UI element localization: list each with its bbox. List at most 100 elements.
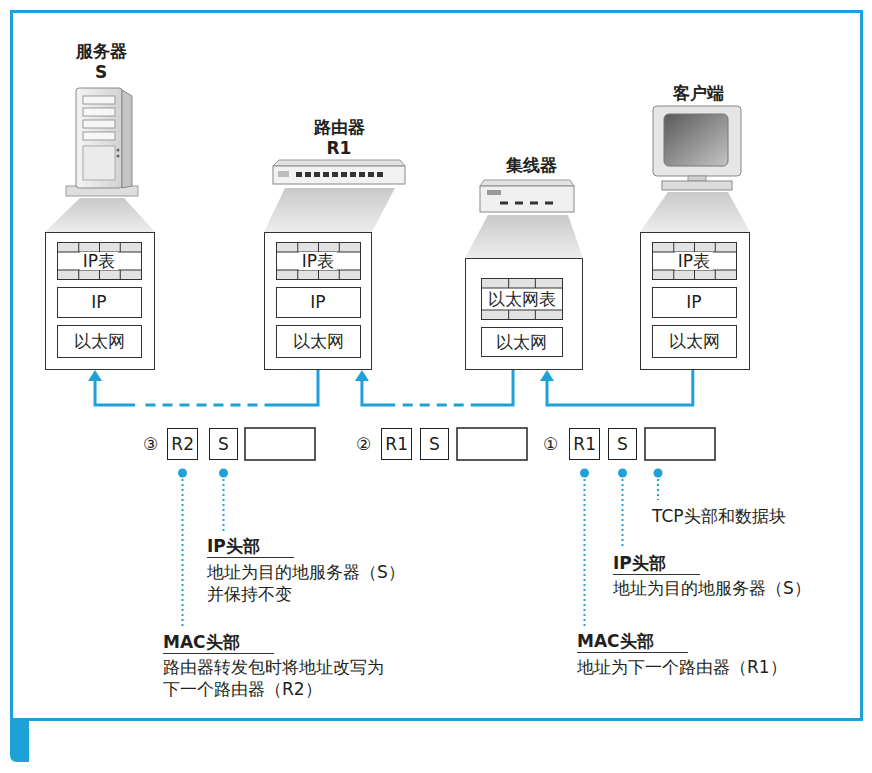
table-grid <box>508 279 509 288</box>
box-text: 以太网 <box>496 332 547 352</box>
projection-shade <box>640 192 750 232</box>
data-block-box <box>245 428 315 460</box>
router-icon <box>305 172 311 177</box>
frame-border <box>12 12 862 720</box>
table-grid <box>297 270 298 279</box>
callout-number: ③ <box>143 433 158 455</box>
leader-line <box>223 479 225 531</box>
note-heading: IP头部 <box>207 536 294 558</box>
device-stack: 集线器以太网表以太网 <box>465 258 583 370</box>
server-icon <box>83 96 115 104</box>
mac-header-box: R2 <box>167 428 198 460</box>
protocol-layer: 以太网 <box>652 325 737 358</box>
table-grid <box>338 243 339 252</box>
leader-dot <box>178 469 187 478</box>
protocol-layer: IP <box>652 287 737 318</box>
device-label: 服务器 S <box>73 41 129 83</box>
client-icon <box>662 181 732 190</box>
router-icon <box>332 172 338 177</box>
box-text: IP表 <box>80 252 118 270</box>
callout-number: ① <box>543 433 558 455</box>
protocol-layer: 以太网 <box>57 325 142 358</box>
table-grid <box>653 243 736 252</box>
connector <box>540 370 693 405</box>
box-text: 以太网 <box>669 331 720 351</box>
table-grid <box>673 270 674 279</box>
client-icon <box>653 106 741 190</box>
table-grid <box>338 270 339 279</box>
ip-header-box: S <box>209 428 238 460</box>
router-icon <box>377 172 383 177</box>
hub-icon <box>480 180 574 212</box>
note-text: 地址为下一个路由器（R1） <box>577 656 787 678</box>
client-icon <box>664 114 728 166</box>
server-icon <box>66 88 138 196</box>
connector <box>355 370 513 405</box>
table-grid <box>673 243 674 252</box>
table-grid <box>297 243 298 252</box>
table-grid <box>78 243 79 252</box>
table-grid <box>482 287 562 288</box>
leader-line <box>622 479 624 547</box>
hub-icon <box>530 202 538 205</box>
protocol-layer: IP <box>276 287 361 318</box>
router-icon <box>341 172 347 177</box>
router-icon <box>368 172 374 177</box>
table-grid <box>99 270 100 279</box>
table-grid <box>119 270 120 279</box>
box-text: IP表 <box>299 252 337 270</box>
table-grid <box>58 270 141 279</box>
leader-line <box>657 479 659 500</box>
router-icon <box>273 166 405 184</box>
leader-line <box>182 479 184 627</box>
box-text: 以太网表 <box>485 290 559 308</box>
callout-number: ② <box>356 433 371 455</box>
server-icon <box>76 88 122 188</box>
hub-icon <box>545 202 553 205</box>
table-grid <box>508 310 509 319</box>
box-text: S <box>429 434 440 454</box>
table-grid <box>714 270 715 279</box>
projection-shade <box>264 188 395 232</box>
note-text: 地址为目的地服务器（S） 并保持不变 <box>207 561 447 605</box>
leader-dot <box>618 469 627 478</box>
server-icon <box>117 155 120 158</box>
data-block-box <box>245 428 715 460</box>
box-text: IP <box>686 292 701 312</box>
box-text: R1 <box>385 434 408 454</box>
device-label: 路由器 R1 <box>311 117 367 159</box>
box-text: IP <box>91 292 106 312</box>
table-grid <box>714 243 715 252</box>
ip-table: IP表 <box>276 242 361 280</box>
arrow-head <box>540 370 554 381</box>
protocol-layer: 以太网 <box>276 325 361 358</box>
table-grid <box>119 243 120 252</box>
router-icon <box>350 172 356 177</box>
box-text: S <box>218 434 229 454</box>
protocol-layer: 以太网 <box>481 327 563 357</box>
note-text: 路由器转发包时将地址改写为 下一个路由器（R2） <box>163 656 425 700</box>
mac-header-box: R1 <box>569 428 600 460</box>
hub-icon <box>480 186 574 212</box>
ethernet-table: 以太网表 <box>481 278 563 320</box>
projection-shade <box>45 198 155 232</box>
table-grid <box>653 270 736 279</box>
box-text: S <box>617 434 628 454</box>
router-icon <box>278 171 289 177</box>
box-text: 以太网 <box>293 331 344 351</box>
hub-icon <box>515 202 523 205</box>
table-grid <box>277 243 360 252</box>
device-label: 客户端 <box>670 83 726 104</box>
router-icon <box>273 160 405 184</box>
connector <box>88 370 318 405</box>
box-text: 以太网 <box>74 331 125 351</box>
client-icon <box>688 176 706 181</box>
leader-line <box>183 479 659 627</box>
note-heading: IP头部 <box>613 553 700 575</box>
leader-dot <box>580 469 589 478</box>
table-grid <box>694 243 695 252</box>
table-grid <box>99 243 100 252</box>
frame-tab <box>10 719 29 762</box>
device-stack: 路由器 R1IP表IP以太网 <box>264 232 372 370</box>
table-grid <box>482 310 562 319</box>
